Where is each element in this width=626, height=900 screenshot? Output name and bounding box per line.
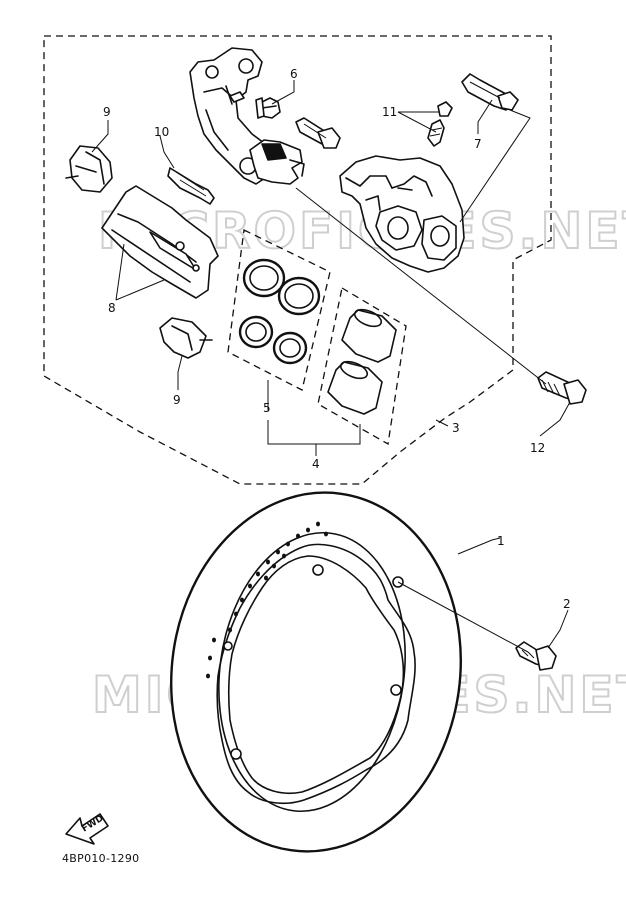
callout-8: 8 <box>108 301 116 315</box>
seal-kit-box <box>227 229 331 391</box>
piston-1 <box>341 308 397 363</box>
caliper-body <box>339 155 465 273</box>
brake-disc <box>170 491 462 853</box>
caliper-bolt-upper <box>295 117 341 149</box>
callout-2: 2 <box>563 597 571 611</box>
callout-7: 7 <box>474 137 482 151</box>
callout-12: 12 <box>530 441 545 455</box>
piston-seal-2 <box>277 276 321 316</box>
pad-clip-upper <box>65 145 113 193</box>
piston-seal-1 <box>242 258 286 298</box>
leader-lines <box>91 80 571 653</box>
callout-11: 11 <box>382 105 397 119</box>
bleed-screw <box>255 97 281 119</box>
caliper-assembly-boundary <box>43 35 552 485</box>
disc-drill-holes <box>206 521 328 679</box>
forward-direction-arrow-icon: FWD <box>65 813 109 845</box>
piston-2 <box>327 360 383 415</box>
brake-pad-left <box>101 185 219 299</box>
pad-clip-lower <box>159 317 213 359</box>
callout-9-lower: 9 <box>173 393 181 407</box>
caliper-mount-bolt <box>537 371 587 405</box>
callout-9-upper: 9 <box>103 105 111 119</box>
disc-mounting-holes <box>223 564 404 760</box>
slide-pin-bolt <box>461 73 519 111</box>
callout-10: 10 <box>154 125 169 139</box>
drawing-code: 4BP010-1290 <box>62 852 139 865</box>
pad-retainer-spring <box>167 167 215 205</box>
callout-6: 6 <box>290 67 298 81</box>
bleed-screw-cap <box>427 101 453 147</box>
callout-3: 3 <box>452 421 460 435</box>
piston-kit-box <box>317 286 407 446</box>
disc-bolt <box>515 641 557 671</box>
callout-4: 4 <box>312 457 320 471</box>
dust-seal-2 <box>272 331 308 365</box>
dust-seal-1 <box>238 315 274 349</box>
slide-pin-upper <box>229 91 245 103</box>
caliper-pad-holder <box>249 139 305 185</box>
callout-1: 1 <box>497 534 505 548</box>
callout-5: 5 <box>263 401 271 415</box>
